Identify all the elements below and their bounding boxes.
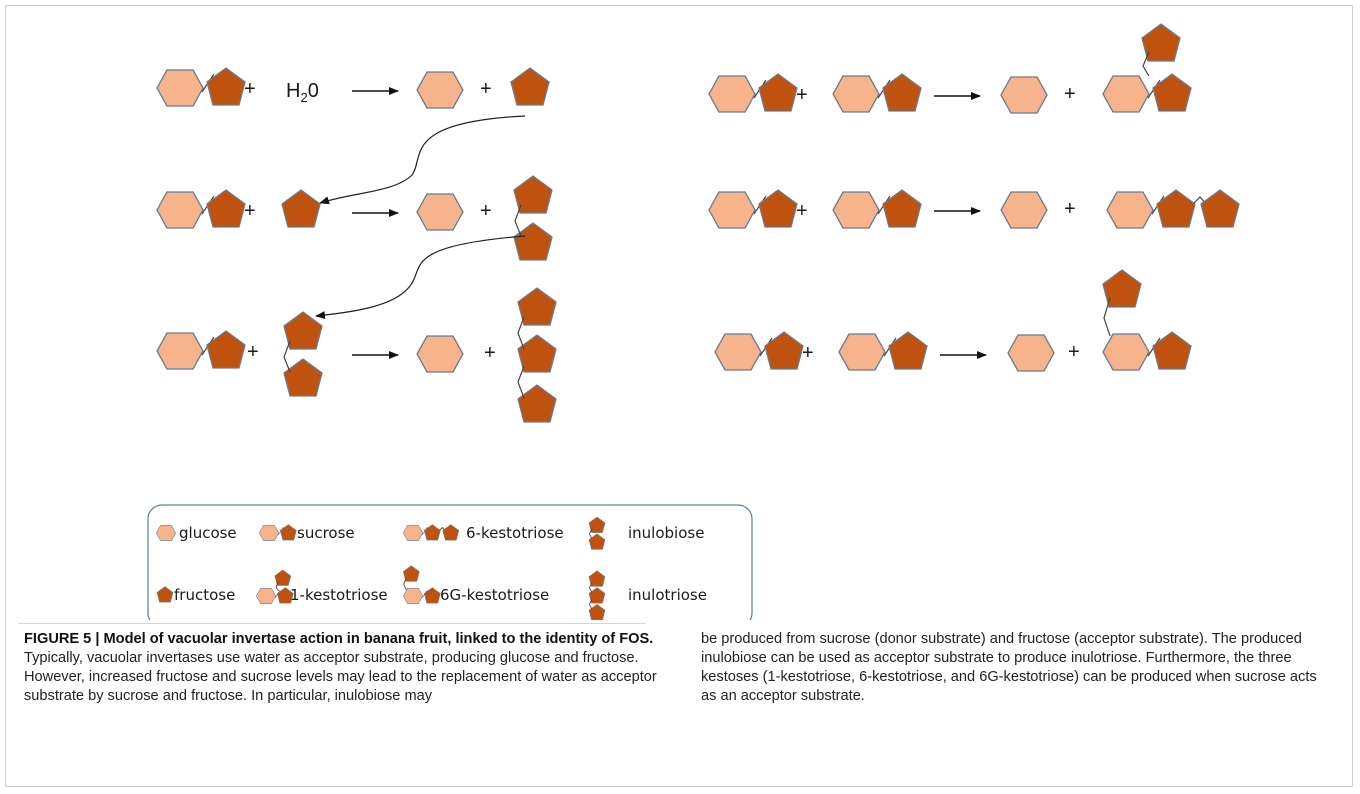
legend-sucrose-label: sucrose (297, 524, 355, 542)
inulobiose-molecule (513, 175, 553, 261)
plus-sign: + (1064, 83, 1076, 105)
caption-column-right: be produced from sucrose (donor substrat… (701, 630, 1334, 706)
reaction-row-right-3: + + (715, 269, 1191, 372)
sucrose-molecule (839, 332, 927, 370)
caption-column-left: FIGURE 5 | Model of vacuolar invertase a… (24, 630, 657, 706)
sucrose-molecule (709, 74, 797, 112)
legend-inulobiose-icon (588, 516, 606, 550)
plus-sign: + (480, 200, 492, 222)
plus-sign: + (484, 342, 496, 364)
glucose-molecule (1007, 334, 1055, 372)
legend-6-kestotriose-icon (403, 524, 460, 541)
plus-sign: + (244, 78, 256, 100)
reaction-diagram: + H20 + + + + + (147, 23, 1240, 620)
plus-sign: + (480, 78, 492, 100)
legend-1-kestotriose-label: 1-kestotriose (290, 586, 388, 604)
sucrose-molecule (157, 68, 245, 106)
inulobiose-molecule (283, 311, 323, 397)
plus-sign: + (796, 200, 808, 222)
figure-caption: FIGURE 5 | Model of vacuolar invertase a… (24, 630, 1334, 706)
1-kestotriose-molecule (1103, 23, 1191, 112)
reaction-row-right-2: + + (709, 189, 1240, 229)
legend-inulotriose-label: inulotriose (628, 586, 707, 604)
sucrose-molecule (709, 190, 797, 228)
sucrose-molecule (715, 332, 803, 370)
plus-sign: + (802, 342, 814, 364)
sucrose-molecule (157, 331, 245, 369)
plus-sign: + (796, 84, 808, 106)
caption-body-left: Typically, vacuolar invertases use water… (24, 650, 657, 704)
caption-body-right: be produced from sucrose (donor substrat… (701, 631, 1317, 704)
legend-6-kestotriose-label: 6-kestotriose (466, 524, 564, 542)
plus-sign: + (1064, 198, 1076, 220)
fructose-molecule (510, 67, 550, 106)
glucose-molecule (1000, 191, 1048, 229)
glucose-molecule (1000, 76, 1048, 114)
legend-glucose-icon (156, 525, 176, 541)
acceptor-curve-arrow (315, 235, 526, 320)
legend-inulobiose-label: inulobiose (628, 524, 704, 542)
glucose-molecule (416, 335, 464, 373)
plus-sign: + (244, 200, 256, 222)
legend-1-kestotriose-icon (256, 569, 293, 604)
reaction-row-2: + + (157, 175, 553, 261)
legend-inulotriose-icon (588, 570, 606, 620)
plus-sign: + (1068, 341, 1080, 363)
legend: glucose sucrose 6-kestotriose inulobiose… (147, 504, 753, 620)
figure-frame (5, 5, 1353, 787)
caption-title: FIGURE 5 | Model of vacuolar invertase a… (24, 631, 654, 647)
legend-glucose-label: glucose (179, 524, 237, 542)
sucrose-molecule (157, 190, 245, 228)
inulotriose-molecule (517, 287, 557, 423)
legend-6G-kestotriose-label: 6G-kestotriose (440, 586, 549, 604)
acceptor-curve-arrow (319, 115, 526, 205)
reaction-row-1: + H20 + (157, 67, 550, 109)
plus-sign: + (247, 341, 259, 363)
caption-divider (18, 623, 646, 624)
6G-kestotriose-molecule (1102, 269, 1191, 370)
water-formula: H20 (286, 80, 319, 105)
sucrose-molecule (833, 74, 921, 112)
glucose-molecule (416, 193, 464, 231)
fructose-molecule (281, 189, 321, 228)
sucrose-molecule (833, 190, 921, 228)
legend-fructose-label: fructose (174, 586, 235, 604)
glucose-molecule (416, 71, 464, 109)
reaction-row-right-1: + + (709, 23, 1191, 114)
6-kestotriose-molecule (1107, 189, 1240, 228)
legend-6G-kestotriose-icon (403, 565, 440, 604)
reaction-row-3: + + (157, 287, 557, 423)
